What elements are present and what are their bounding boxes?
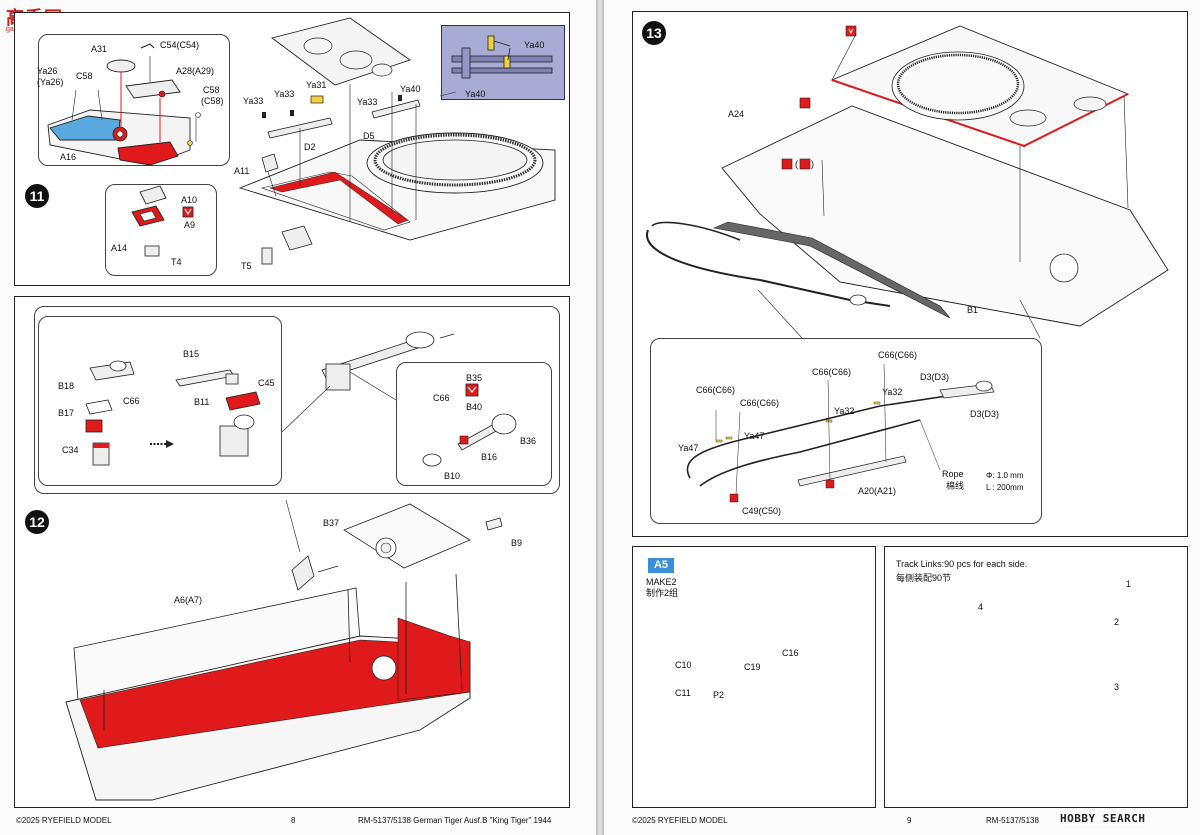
left-footer-product: RM-5137/5138 German Tiger Ausf.B "King T… [358, 816, 552, 825]
label-p2: P2 [713, 690, 725, 700]
label-b18: B18 [58, 381, 75, 391]
step-13-badge: 13 [642, 21, 666, 45]
label-c54: C54(C54) [160, 40, 200, 50]
label-b40: B40 [466, 402, 483, 412]
label-b17: B17 [58, 408, 75, 418]
label-ya33-1: Ya33 [243, 96, 264, 106]
a5-panel [632, 546, 876, 808]
label-ya32-1: Ya32 [882, 387, 903, 397]
label-c58-right: C58 [203, 85, 220, 95]
label-c34: C34 [62, 445, 79, 455]
track-label-3: 3 [1114, 682, 1120, 692]
label-a28: A28(A29) [176, 66, 215, 76]
right-footer-copyright: ©2025 RYEFIELD MODEL [632, 816, 728, 825]
label-c19: C19 [744, 662, 761, 672]
label-c58-right-alt: (C58) [201, 96, 224, 106]
label-b11: B11 [194, 397, 210, 407]
step-11-drawing [47, 17, 556, 265]
label-a9: A9 [184, 220, 196, 230]
label-c66-2: C66(C66) [812, 367, 852, 377]
ya40-detail-drawing [451, 35, 553, 79]
label-d2: D2 [304, 142, 316, 152]
label-ya40-1: Ya40 [400, 84, 421, 94]
left-page: 高手网 gao-shou.com 11 Ya40 [0, 0, 596, 835]
label-c45: C45 [258, 378, 275, 388]
label-a11: A11 [234, 166, 250, 176]
label-paren-open: ( [795, 159, 798, 169]
label-rope-diameter: Φ: 1.0 mm [986, 471, 1024, 480]
label-rope: Rope [942, 469, 964, 479]
page-gutter [596, 0, 604, 835]
step-11-badge: 11 [25, 184, 49, 208]
label-b9: B9 [511, 538, 523, 548]
label-ya33-2: Ya33 [274, 89, 295, 99]
label-paren-close: ) [811, 159, 814, 169]
right-footer-page-number: 9 [907, 816, 912, 825]
label-a14: A14 [111, 243, 128, 253]
left-footer-page-number: 8 [291, 816, 296, 825]
label-c49: C49(C50) [742, 506, 782, 516]
ya40-detail-inset: Ya40 [441, 25, 565, 100]
label-c66-1: C66(C66) [878, 350, 918, 360]
label-b36: B36 [520, 436, 537, 446]
label-c16: C16 [782, 648, 799, 658]
step-12-mg-box [396, 362, 552, 486]
label-a31: A31 [91, 44, 108, 54]
hobby-search-watermark: HOBBY SEARCH [1058, 812, 1148, 825]
label-b15: B15 [183, 349, 200, 359]
track-links-panel [884, 546, 1188, 808]
track-label-2: 2 [1114, 617, 1120, 627]
label-c66-mg: C66 [433, 393, 450, 403]
left-footer-copyright: ©2025 RYEFIELD MODEL [16, 816, 112, 825]
label-a20: A20(A21) [858, 486, 897, 496]
label-c11: C11 [675, 688, 691, 698]
label-c66-3: C66(C66) [696, 385, 736, 395]
right-footer-product: RM-5137/5138 [986, 816, 1039, 825]
label-rope-cn: 棉线 [946, 481, 965, 491]
label-t5: T5 [241, 261, 252, 271]
label-ya31: Ya31 [306, 80, 327, 90]
label-a6: A6(A7) [174, 595, 203, 605]
label-a10: A10 [181, 195, 198, 205]
label-c66-4: C66(C66) [740, 398, 780, 408]
a5-make-label: MAKE2 [646, 577, 677, 587]
a5-tag: A5 [648, 558, 674, 573]
label-b16: B16 [481, 452, 498, 462]
label-d3-2: D3(D3) [970, 409, 1000, 419]
step-12-badge: 12 [25, 510, 49, 534]
label-b37: B37 [323, 518, 340, 528]
label-a16: A16 [60, 152, 77, 162]
label-c58: C58 [76, 71, 93, 81]
track-links-title: Track Links:90 pcs for each side. [896, 559, 1028, 569]
label-ya32-2: Ya32 [834, 406, 855, 416]
label-b10: B10 [444, 471, 461, 481]
label-ya26: Ya26 [37, 66, 58, 76]
step-13-rope-box [650, 338, 1042, 524]
label-ya33-3: Ya33 [357, 97, 378, 107]
label-ya40-2: Ya40 [465, 89, 486, 99]
track-links-title-cn: 每侧装配90节 [896, 573, 952, 583]
label-ya26-alt: (Ya26) [37, 77, 64, 87]
label-c66: C66 [123, 396, 140, 406]
label-a24: A24 [728, 109, 745, 119]
label-rope-length: L : 200mm [986, 483, 1024, 492]
track-label-4: 4 [978, 602, 984, 612]
label-ya47-1: Ya47 [678, 443, 699, 453]
label-ya47-2: Ya47 [744, 431, 765, 441]
label-t4: T4 [171, 257, 182, 267]
a5-make-cn-label: 制作2组 [646, 588, 679, 598]
label-b35: B35 [466, 373, 483, 383]
label-ya40-inset: Ya40 [524, 40, 545, 50]
step-12-drawing [65, 331, 517, 801]
label-c10: C10 [675, 660, 692, 670]
track-label-1: 1 [1126, 579, 1132, 589]
label-d3-1: D3(D3) [920, 372, 950, 382]
label-d5: D5 [363, 131, 375, 141]
label-b1: B1 [967, 305, 979, 315]
